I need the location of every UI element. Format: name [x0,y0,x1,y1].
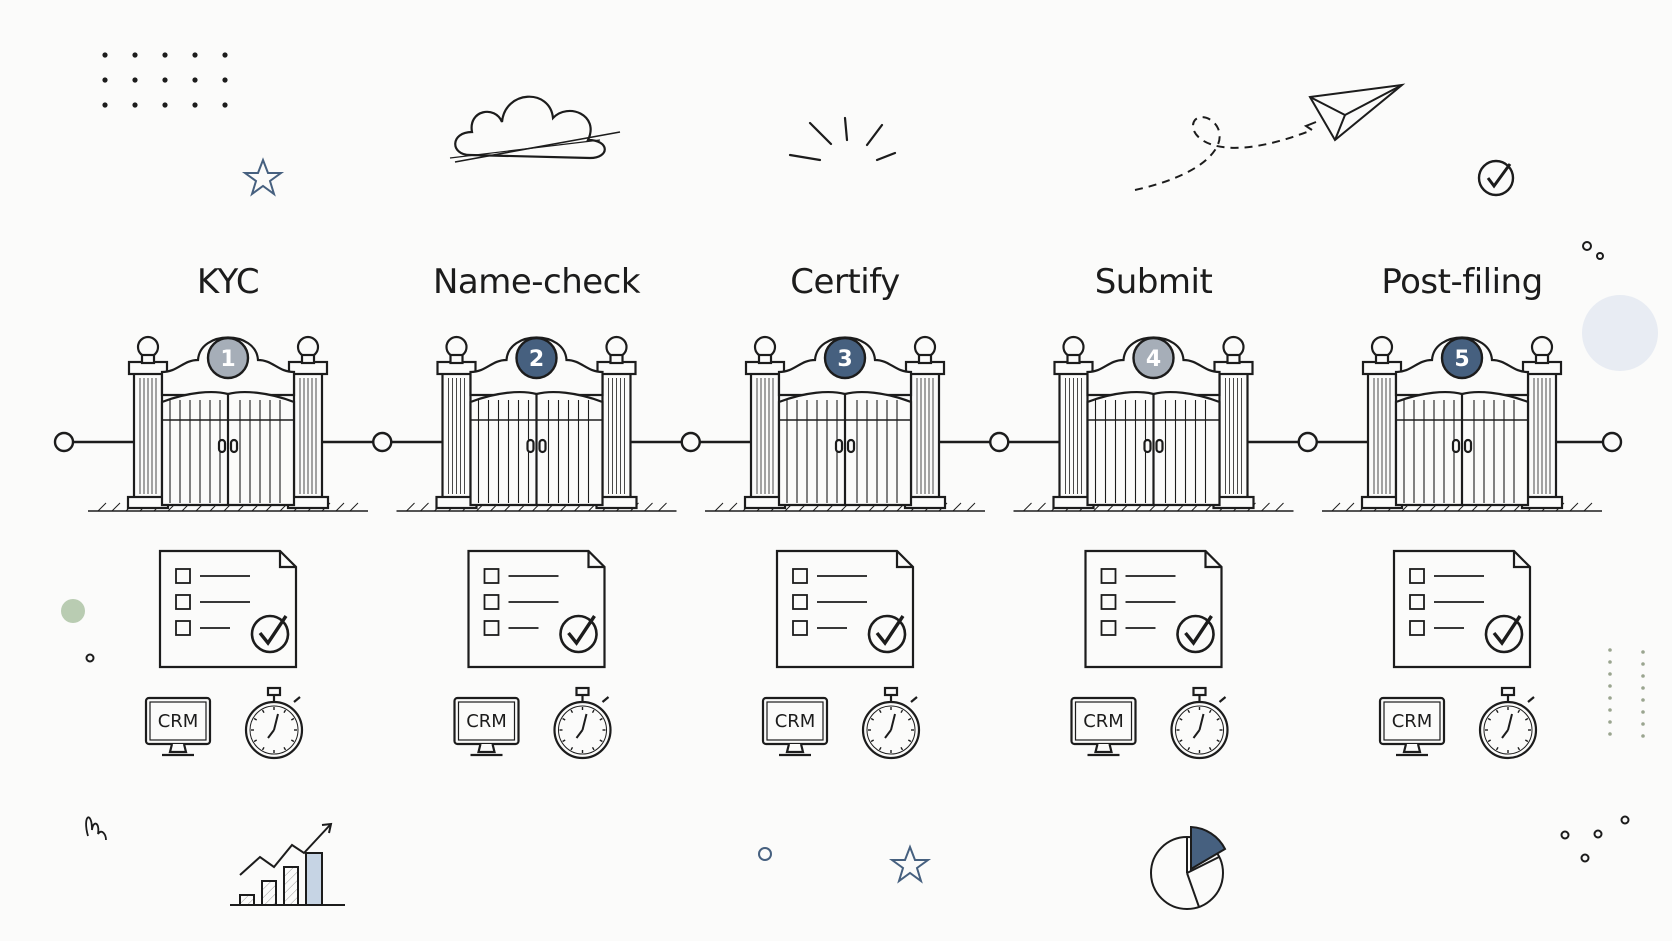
system-label: CRM [1083,711,1124,732]
system-label: CRM [158,711,199,732]
stage-label: Name-check [433,262,641,302]
checklist-doc-icon [775,549,915,669]
stage-label: Submit [1095,262,1213,302]
bar-chart-icon [230,822,345,906]
gate-icon [705,335,985,512]
step-number: 4 [1146,347,1161,372]
star-icon [241,157,285,197]
step-badge [1440,336,1484,380]
system-label: CRM [775,711,816,732]
dotted-accents [1608,648,1645,738]
system-label: CRM [1392,711,1433,732]
star-icon [888,844,932,884]
green-dot-icon [61,599,85,623]
stages: KYC1CRMName-check2CRMCertify3CRMSubmit4C… [88,262,1602,760]
stopwatch-icon [1478,686,1538,760]
stage-label: Post-filing [1381,262,1542,302]
monitor-icon [144,696,212,757]
monitor-icon [1070,696,1137,757]
timeline-node [1601,431,1623,453]
checklist-doc-icon [158,549,298,669]
step-number: 5 [1454,347,1469,372]
stage-label: KYC [197,262,259,302]
stopwatch-icon [1170,686,1229,760]
step-badge [823,336,867,380]
gate-icon [396,335,677,512]
monitor-icon [453,696,520,757]
sparkle-icon [788,116,897,162]
pie-chart-icon [1150,825,1227,910]
paper-plane-icon [1134,83,1406,191]
monitor-icon [1378,696,1446,757]
checklist-doc-icon [467,549,606,669]
timeline-node [372,431,393,453]
timeline-node [53,431,75,453]
step-badge [1132,336,1175,380]
small-circles [85,241,1630,863]
monitor-icon [761,696,829,757]
checklist-doc-icon [1392,549,1532,669]
timeline-node [989,431,1010,453]
timeline-node [1297,431,1318,453]
stopwatch-icon [244,686,304,760]
stopwatch-icon [861,686,921,760]
timeline-node [680,431,701,453]
dot-grid-icon [102,52,228,108]
scribble-icon [85,816,107,841]
step-number: 2 [529,347,544,372]
decorations [61,52,1658,910]
checklist-doc-icon [1084,549,1223,669]
step-number: 1 [220,347,235,372]
system-label: CRM [466,711,507,732]
step-number: 3 [837,347,852,372]
step-badge [515,336,558,380]
stage-label: Certify [790,262,900,302]
check-circle-icon [1477,159,1515,197]
stopwatch-icon [553,686,612,760]
blue-blot-icon [1582,295,1658,371]
cloud-icon [449,95,621,163]
step-badge [206,336,250,380]
gate-icon [88,335,368,512]
